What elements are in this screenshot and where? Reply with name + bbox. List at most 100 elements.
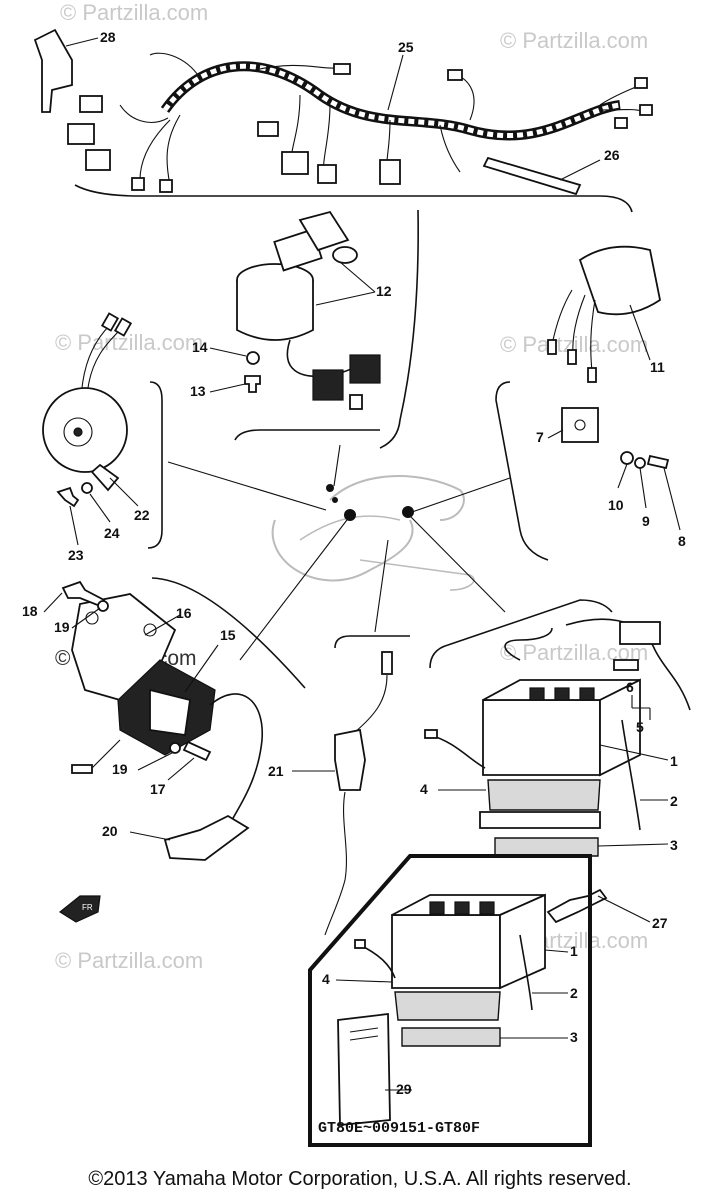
neutral-switch — [334, 728, 366, 791]
main-switch-key — [332, 246, 358, 264]
harness-bracket-clip — [33, 28, 73, 113]
main-switch-key — [298, 210, 350, 252]
harness-band — [482, 156, 582, 196]
harness-connector — [67, 123, 95, 145]
watermark: © Partzilla.com — [60, 0, 208, 25]
callout-18: 18 — [22, 603, 38, 619]
battery-group — [424, 599, 691, 857]
wire-harness — [160, 61, 621, 141]
callout-2: 2 — [670, 793, 678, 809]
callout-7: 7 — [536, 429, 544, 445]
harness-connector — [131, 177, 145, 191]
callout-5: 5 — [636, 719, 644, 735]
harness-connector — [257, 121, 279, 137]
wire-harness-group — [33, 28, 653, 213]
harness-connector — [614, 117, 628, 129]
bolt — [646, 454, 670, 470]
screw — [244, 375, 261, 393]
harness-connector — [333, 63, 351, 75]
callout-9: 9 — [642, 513, 650, 529]
harness-connector — [159, 179, 173, 193]
callout-19: 19 — [112, 761, 128, 777]
spark-plug-cap — [163, 814, 250, 861]
watermark: © Partzilla.com — [55, 948, 203, 973]
model-label: GT80E~009151-GT80F — [318, 1120, 480, 1137]
callout-1: 1 — [570, 943, 578, 959]
callout-17: 17 — [150, 781, 166, 797]
callout-20: 20 — [102, 823, 118, 839]
callout-22: 22 — [134, 507, 150, 523]
main-switch-group — [209, 209, 419, 449]
callout-10: 10 — [608, 497, 624, 513]
callout-21: 21 — [268, 763, 284, 779]
callout-8: 8 — [678, 533, 686, 549]
washer — [97, 600, 109, 612]
callout-2: 2 — [570, 985, 578, 1001]
callout-19: 19 — [54, 619, 70, 635]
harness-connector — [447, 69, 463, 81]
callout-28: 28 — [100, 29, 116, 45]
neutral-switch-group — [292, 635, 410, 936]
callout-27: 27 — [652, 915, 668, 931]
callout-13: 13 — [190, 383, 206, 399]
callout-3: 3 — [670, 837, 678, 853]
main-switch-body — [236, 280, 314, 341]
callout-29: 29 — [396, 1081, 412, 1097]
neutral-switch-connector — [381, 651, 393, 675]
copyright-footer: ©2013 Yamaha Motor Corporation, U.S.A. A… — [88, 1168, 632, 1190]
svg-text:FR: FR — [82, 903, 93, 912]
fuse — [613, 659, 639, 671]
battery-case — [391, 914, 501, 989]
harness-connector — [639, 104, 653, 116]
watermark: © Partzilla.com — [500, 28, 648, 53]
main-switch-coupler — [312, 369, 344, 401]
bolt — [56, 486, 80, 508]
callout-labels: 28 25 26 12 14 13 11 7 10 9 8 22 24 23 1… — [22, 29, 686, 1097]
main-switch-coupler — [349, 394, 363, 410]
battery-pad — [487, 779, 601, 811]
callout-14: 14 — [192, 339, 208, 355]
main-switch-coupler — [349, 354, 381, 384]
battery-cover-band — [479, 811, 601, 829]
callout-4: 4 — [420, 781, 428, 797]
fuse-holder — [619, 621, 661, 645]
flasher-relay — [578, 245, 662, 316]
washer — [246, 351, 260, 365]
owners-manual — [337, 1012, 391, 1126]
callout-26: 26 — [604, 147, 620, 163]
washer — [169, 742, 181, 754]
callout-11: 11 — [650, 359, 665, 375]
callout-23: 23 — [68, 547, 84, 563]
callout-15: 15 — [220, 627, 236, 643]
callout-1: 1 — [670, 753, 678, 769]
callout-25: 25 — [398, 39, 414, 55]
spark-plug-group — [546, 888, 651, 924]
bolt — [182, 740, 212, 762]
variant-border — [308, 854, 592, 1147]
callout-24: 24 — [104, 525, 120, 541]
washer — [81, 482, 93, 494]
callout-4: 4 — [322, 971, 330, 987]
harness-connector — [79, 95, 103, 113]
harness-connector — [634, 77, 648, 89]
battery-base-plate — [494, 837, 599, 857]
callout-12: 12 — [376, 283, 392, 299]
harness-connector — [85, 149, 111, 171]
front-direction-arrow-icon: FR — [58, 895, 101, 923]
battery-variant-group: GT80E~009151-GT80F — [308, 854, 592, 1147]
battery-pad — [394, 991, 501, 1021]
rectifier-group — [495, 245, 681, 561]
battery-case — [482, 699, 601, 776]
harness-bracket — [74, 184, 633, 213]
horn-group — [42, 312, 163, 549]
rectifier — [561, 407, 599, 443]
watermark: © Partzilla.com — [55, 330, 203, 355]
callout-16: 16 — [176, 605, 192, 621]
horn-bracket — [90, 463, 120, 492]
harness-connector — [379, 159, 401, 185]
horn — [42, 387, 128, 473]
harness-connector — [281, 151, 309, 175]
callout-6: 6 — [626, 679, 634, 695]
callout-3: 3 — [570, 1029, 578, 1045]
